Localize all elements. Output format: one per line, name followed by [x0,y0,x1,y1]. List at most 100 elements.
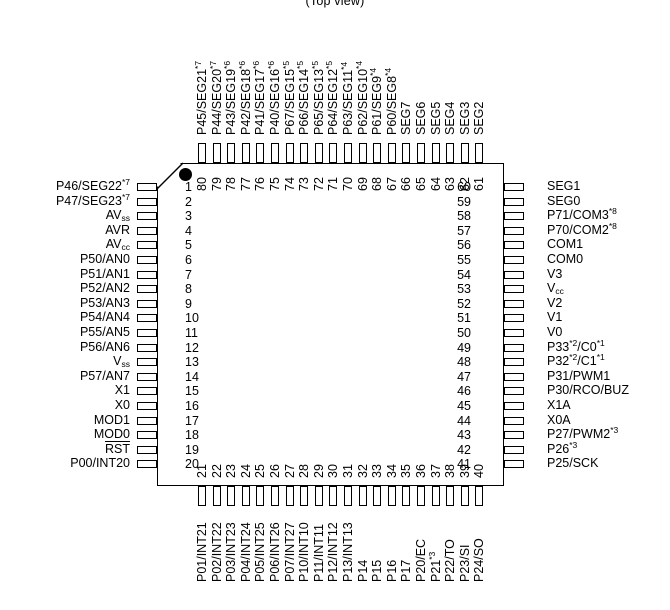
pin-number: 68 [370,177,385,191]
pin-lead [431,143,440,163]
pin-lead [504,431,524,440]
pin-label: SEG2 [472,101,487,135]
pin-number: 16 [185,399,199,413]
pin-number: 26 [268,464,282,478]
pin-label: COM0 [547,252,584,266]
pin-lead [329,486,338,506]
pin-lead [358,486,367,506]
pin-lead [504,299,524,308]
pin-label: P63/SEG11*4 [338,61,355,135]
pin-lead [198,486,206,506]
pin-number: 24 [238,464,253,478]
pin-lead [504,387,524,396]
pin-lead [256,143,265,163]
pin-number: 40 [472,464,487,478]
pin-label: P50/AN0 [79,252,130,266]
pin-label: AVss [105,208,130,224]
pin-label: P57/AN7 [79,368,130,383]
pin-label: P16 [384,559,399,582]
pin-number: 67 [384,177,399,191]
pin-number: 1 [185,180,192,194]
pin-label: P54/AN4 [79,310,130,325]
pin-label: P05/INT25 [253,522,268,582]
pin-label: P04/INT24 [238,522,253,582]
pin-label: SEG7 [399,101,414,135]
pin-lead [285,486,294,506]
pin-number: 79 [209,177,224,191]
pin-lead [460,486,469,506]
pin-number: 39 [457,464,472,478]
pin-number: 55 [457,253,471,267]
pin-lead [137,431,157,440]
pin-lead [137,314,157,323]
pin-lead [358,143,367,163]
pin-lead [271,486,279,506]
pin-number: 21 [195,464,209,478]
pin-label: P52/AN2 [79,281,130,296]
pin-number: 57 [457,223,471,238]
pin-lead [475,143,484,163]
pin-lead [137,183,157,191]
pin-lead [137,343,157,352]
pin-lead [402,143,411,163]
pin-number: 17 [185,413,199,428]
pin-number: 51 [457,311,471,326]
pin-lead [314,143,323,163]
pin-label: Vcc [547,281,564,297]
pin-label: SEG3 [457,101,472,135]
pin-lead [504,372,524,381]
pin-lead [137,358,157,367]
pin-lead [241,143,250,163]
pin-number: 52 [457,296,471,311]
pin-number: 32 [355,464,370,478]
pin-lead [504,197,524,206]
pin-label: SEG1 [547,179,581,193]
pin-number: 5 [185,238,192,253]
pin-lead [137,402,157,410]
pin1-marker-dot [179,168,192,181]
pin-number: 46 [457,384,471,399]
pin-label: P32*2/C1*1 [547,352,605,369]
pin-label: P47/SEG23*7 [55,191,130,208]
pin-label: X0 [114,398,130,412]
pin-lead [256,486,265,506]
pin-lead [285,143,294,163]
pin-label: SEG6 [414,101,428,135]
pin-lead [300,486,309,506]
pin-lead [137,387,157,396]
pin-lead [460,143,469,163]
pin-label: X1A [547,398,571,412]
pin-lead [373,143,382,163]
pin-number: 43 [457,428,471,443]
pin-number: 60 [457,180,471,194]
pin-label: P00/INT20 [70,456,130,471]
pin-lead [504,241,524,250]
pin-number: 48 [457,355,471,370]
pin-lead [137,256,157,264]
pin-lead [504,314,524,323]
pin-label: P46/SEG22*7 [55,176,130,193]
pin-label: P10/INT10 [297,522,312,582]
pin-lead [417,143,425,163]
pin-number: 65 [414,177,428,191]
pin-label: P40/SEG16*6 [265,60,282,135]
pin-label: P64/SEG12*5 [324,60,341,135]
pin-label: P33*2/C0*1 [547,337,605,354]
pin-number: 44 [457,413,471,428]
pin-number: 50 [457,326,471,340]
pin-lead [137,329,157,337]
pin-number: 35 [399,464,414,478]
pin-label: P30/RCO/BUZ [547,383,629,398]
pin-label: P17 [399,559,414,582]
pin-number: 13 [185,355,199,370]
pin-label: P24/SO [472,538,487,582]
pin-number: 64 [428,177,443,191]
pin-number: 37 [428,464,443,478]
pin-lead [504,460,524,469]
pin-lead [241,486,250,506]
pin-number: 61 [472,177,487,191]
pin-lead [504,329,524,337]
pin-lead [475,486,484,506]
pin-number: 80 [195,177,209,191]
pin-lead [137,285,157,294]
